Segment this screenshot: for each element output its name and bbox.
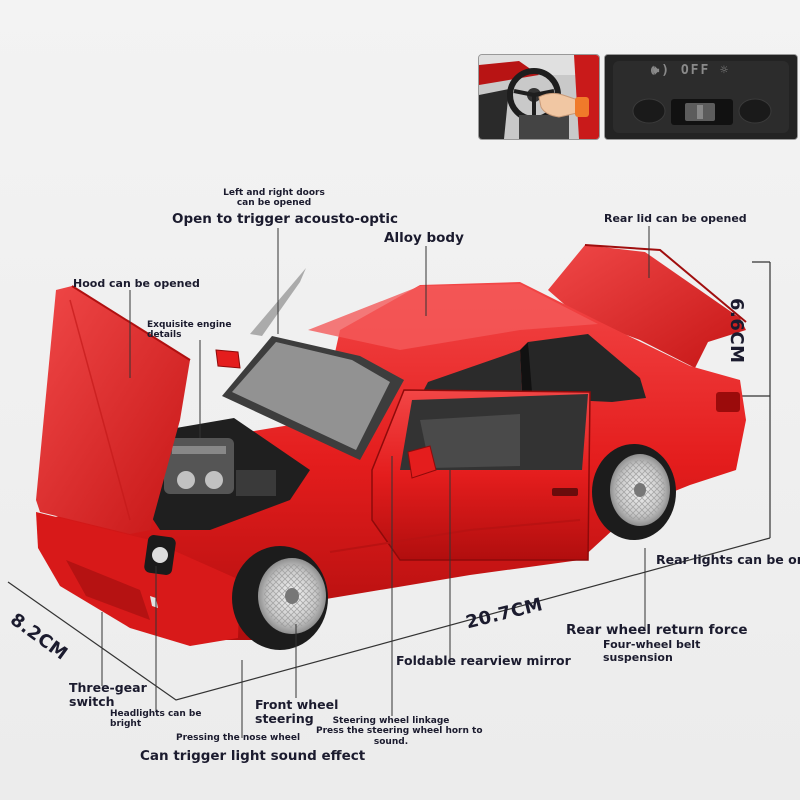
height-dimension: 6.6CM [726, 298, 747, 364]
nose-wheel-label: Pressing the nose wheel [176, 733, 301, 743]
steering-wheel-photo [478, 54, 600, 140]
suspension-label-line-1: Four-wheel belt [603, 638, 701, 651]
steering-linkage-label: Steering wheel linkage Press the steerin… [316, 716, 483, 747]
headlights-label: Headlights can be bright [110, 709, 201, 730]
three-gear-switch-icon [605, 55, 797, 139]
doors-label-line-2: can be opened [236, 198, 312, 209]
leader-lines [101, 226, 650, 738]
hand-pressing-steering-wheel-icon [479, 55, 599, 139]
light-sound-label: Can trigger light sound effect [140, 748, 366, 764]
rear-wheel-icon [592, 444, 676, 540]
alloy-body-label: Alloy body [384, 230, 464, 246]
hood-label: Hood can be opened [73, 277, 200, 290]
mirror-label: Foldable rearview mirror [396, 653, 571, 668]
three-gear-label: Three-gear switch [69, 680, 147, 710]
dimension-lines [7, 261, 771, 701]
headlights-label-line-1: Headlights can be [110, 709, 202, 719]
headlights-label-line-2: bright [110, 719, 142, 730]
three-gear-label-line-2: switch [69, 694, 115, 710]
steering-linkage-line-3: sound. [373, 736, 409, 747]
engine-icon [164, 438, 276, 496]
switch-markings: 🕪) OFF ☼ [651, 63, 730, 78]
front-steering-label: Front wheel steering [255, 697, 339, 727]
doors-label: Left and right doors can be opened [214, 188, 334, 209]
acousto-optic-label: Open to trigger acousto-optic [172, 211, 398, 227]
front-steering-label-line-1: Front wheel [255, 697, 339, 712]
suspension-label: Four-wheel belt suspension [603, 638, 701, 664]
rear-lid-label: Rear lid can be opened [604, 212, 747, 225]
suspension-label-line-2: suspension [603, 650, 673, 664]
front-steering-label-line-2: steering [255, 711, 314, 727]
engine-label-line-1: Exquisite engine [147, 320, 232, 330]
engine-label: Exquisite engine details [147, 320, 231, 341]
rear-lights-label: Rear lights can be on [656, 552, 800, 567]
engine-label-line-2: details [147, 330, 182, 341]
switch-photo: 🕪) OFF ☼ [604, 54, 798, 140]
doors-label-line-1: Left and right doors [223, 188, 325, 198]
three-gear-label-line-1: Three-gear [69, 680, 147, 695]
front-wheel-icon [232, 546, 328, 650]
steering-linkage-line-2: Press the steering wheel horn to [316, 726, 483, 737]
steering-linkage-line-1: Steering wheel linkage [332, 716, 450, 726]
rear-wheel-label: Rear wheel return force [566, 622, 748, 638]
